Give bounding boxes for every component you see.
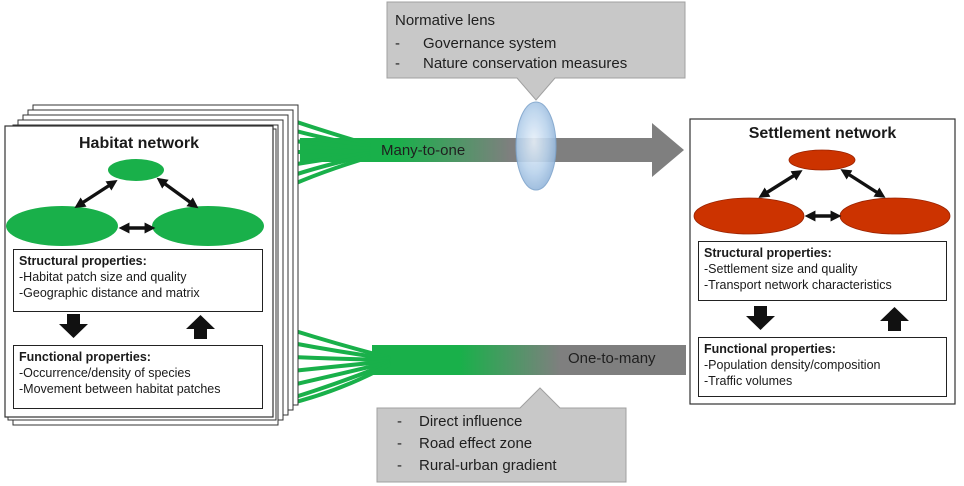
influence-callout-item: -Road effect zone: [397, 433, 532, 454]
habitat-structural-item: -Geographic distance and matrix: [19, 286, 200, 300]
habitat-patch-right: [152, 206, 264, 246]
settlement-functional-item: -Traffic volumes: [704, 374, 793, 388]
settlement-up-arrow: [880, 307, 909, 331]
habitat-patch-left: [6, 206, 118, 246]
normative-callout-shape: [386, 1, 686, 101]
habitat-structural-item: -Habitat patch size and quality: [19, 270, 187, 284]
many-to-one-label: Many-to-one: [381, 142, 466, 159]
influence-item-3: Rural-urban gradient: [419, 457, 557, 474]
habitat-up-arrow: [186, 315, 215, 339]
normative-lens: [515, 101, 557, 191]
habitat-link-left: [74, 180, 118, 208]
settlement-functional-box: Functional properties: -Population densi…: [698, 337, 947, 397]
settlement-structural-item: -Settlement size and quality: [704, 262, 858, 276]
normative-item-2: Nature conservation measures: [423, 55, 628, 72]
settlement-functional-item: -Population density/composition: [704, 358, 881, 372]
habitat-functional-box: Functional properties: -Occurrence/densi…: [13, 345, 263, 409]
habitat-patch-small: [108, 159, 164, 181]
habitat-functional-heading: Functional properties:: [19, 350, 151, 364]
settlement-network-title: Settlement network: [748, 125, 897, 142]
settlement-down-arrow: [746, 306, 775, 330]
normative-callout-heading: Normative lens: [395, 12, 496, 29]
one-to-many-arrow: [272, 324, 686, 413]
many-to-one-arrow: [284, 116, 684, 190]
settlement-functional-heading: Functional properties:: [704, 342, 836, 356]
habitat-structural-heading: Structural properties:: [19, 254, 147, 268]
bullet-dash: -: [397, 457, 402, 474]
settlement-patch-right: [839, 197, 951, 235]
influence-item-2: Road effect zone: [419, 435, 533, 452]
bullet-dash: -: [397, 413, 402, 430]
bullet-dash: -: [397, 435, 402, 452]
habitat-functional-item: -Occurrence/density of species: [19, 366, 191, 380]
settlement-structural-box: Structural properties: -Settlement size …: [698, 241, 947, 301]
habitat-link-right: [156, 177, 199, 209]
influence-callout-item: -Rural-urban gradient: [397, 455, 557, 476]
bullet-dash: -: [395, 55, 400, 72]
settlement-link-right: [840, 169, 886, 198]
habitat-structural-box: Structural properties: -Habitat patch si…: [13, 249, 263, 312]
settlement-structural-heading: Structural properties:: [704, 246, 832, 260]
settlement-link-left: [758, 170, 803, 198]
habitat-functional-item: -Movement between habitat patches: [19, 382, 221, 396]
influence-item-1: Direct influence: [419, 413, 523, 430]
influence-callout-item: -Direct influence: [397, 411, 522, 432]
normative-item-1: Governance system: [423, 35, 557, 52]
habitat-down-arrow: [59, 314, 88, 338]
habitat-network-title: Habitat network: [78, 135, 199, 152]
one-to-many-label: One-to-many: [568, 350, 656, 367]
normative-callout-item: - Governance system: [395, 33, 556, 54]
normative-callout-item: - Nature conservation measures: [395, 53, 627, 74]
settlement-structural-item: -Transport network characteristics: [704, 278, 892, 292]
settlement-patch-small: [788, 149, 856, 171]
settlement-patch-left: [693, 197, 805, 235]
influence-callout-shape: [376, 387, 627, 483]
bullet-dash: -: [395, 35, 400, 52]
